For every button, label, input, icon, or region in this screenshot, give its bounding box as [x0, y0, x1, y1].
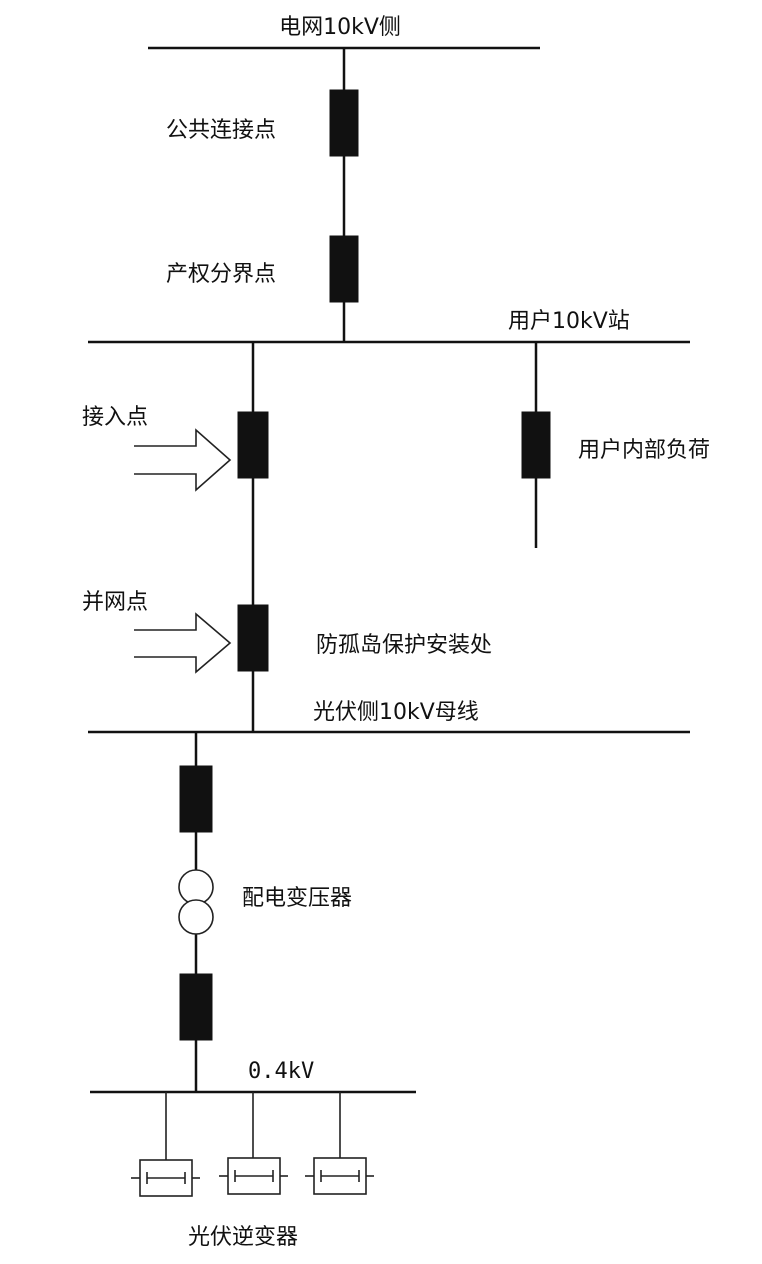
- load-breaker: [521, 411, 551, 479]
- transformer-winding-lower: [178, 899, 214, 935]
- inverter-2: [219, 1157, 288, 1195]
- transformer-lv-breaker: [179, 973, 213, 1041]
- common-connection-point-label: 公共连接点: [166, 118, 276, 143]
- inverter-3: [305, 1157, 374, 1195]
- access-point-arrow: [134, 428, 232, 492]
- distribution-transformer-label: 配电变压器: [242, 886, 352, 911]
- user-station-label: 用户10kV站: [508, 309, 630, 334]
- user-internal-load-label: 用户内部负荷: [578, 438, 710, 463]
- inverter-1: [131, 1159, 200, 1197]
- pv-inverter-label: 光伏逆变器: [188, 1225, 298, 1250]
- transformer-hv-breaker: [179, 765, 213, 833]
- anti-islanding-location-label: 防孤岛保护安装处: [316, 633, 492, 658]
- low-voltage-bus-label: 0.4kV: [248, 1059, 314, 1084]
- property-boundary-breaker: [329, 235, 359, 303]
- transformer-winding-upper: [178, 869, 214, 905]
- grid-connection-point-label: 并网点: [82, 590, 148, 615]
- property-boundary-point-label: 产权分界点: [166, 262, 276, 287]
- grid-side-label: 电网10kV侧: [279, 15, 401, 40]
- access-point-breaker: [237, 411, 269, 479]
- grid-connection-breaker: [237, 604, 269, 672]
- access-point-label: 接入点: [82, 405, 148, 430]
- grid-connection-arrow: [134, 612, 232, 674]
- common-connection-breaker: [329, 89, 359, 157]
- pv-bus-label: 光伏侧10kV母线: [313, 700, 479, 725]
